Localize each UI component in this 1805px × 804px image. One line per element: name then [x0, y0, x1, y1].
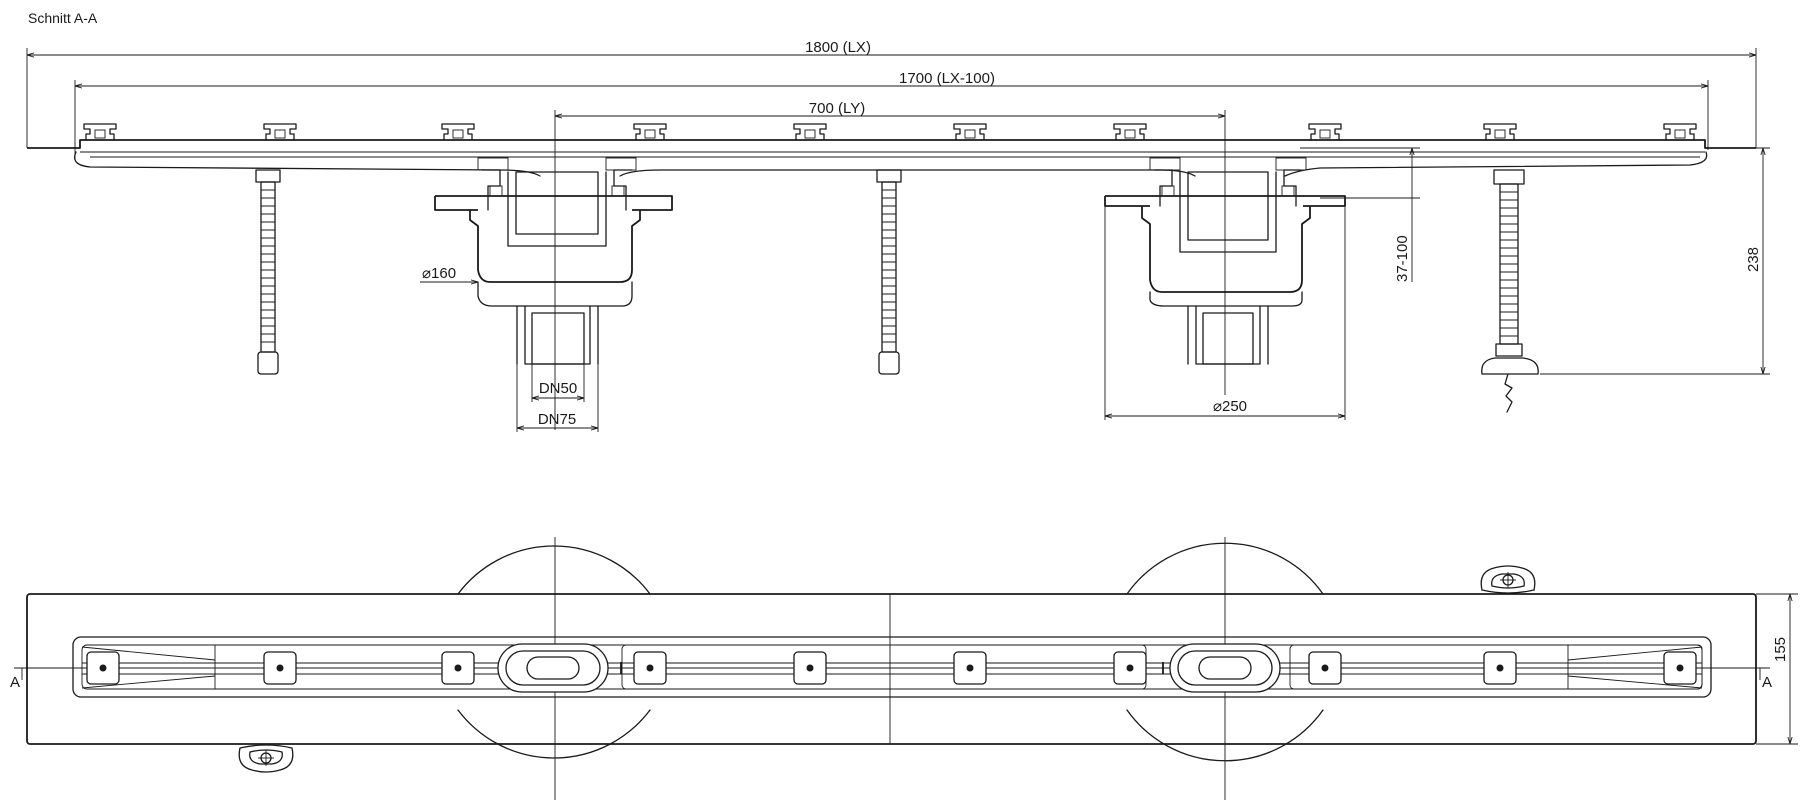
dim-label-dn50: DN50: [539, 380, 577, 397]
section-marker-left: A: [10, 674, 20, 691]
fixing: [1663, 651, 1697, 685]
dim-label-155: 155: [1772, 637, 1789, 662]
clip: [793, 123, 827, 141]
fixing: [1483, 651, 1517, 685]
plan-view: A A: [10, 537, 1798, 800]
clip: [1113, 123, 1147, 141]
clip: [83, 123, 117, 141]
dim-total-height: 238: [1540, 147, 1770, 375]
flange-circle-left-bottom: [457, 709, 651, 759]
fixing: [793, 651, 827, 685]
dim-label-1800: 1800 (LX): [805, 39, 871, 56]
clip: [1483, 123, 1517, 141]
fixing: [441, 651, 475, 685]
dim-label-37-100: 37-100: [1394, 235, 1411, 282]
dim-label-700: 700 (LY): [809, 100, 865, 117]
dim-flange-160: ⌀160: [420, 265, 478, 282]
drain-body-left: [434, 157, 673, 365]
support-foot-right: [1481, 169, 1539, 413]
dim-outlet-dn: DN50 DN75: [516, 364, 599, 432]
clip: [1663, 123, 1697, 141]
flange-circle-left-top: [457, 545, 651, 595]
dim-label-1700: 1700 (LX-100): [899, 70, 995, 87]
dim-label-238: 238: [1745, 247, 1762, 272]
drain-outlet-left: [497, 643, 622, 693]
clip: [263, 123, 297, 141]
dim-height-adjust: 37-100: [1300, 147, 1420, 282]
foot-plate-top: [1480, 565, 1536, 594]
clip: [441, 123, 475, 141]
clip: [953, 123, 987, 141]
section-view: 1800 (LX) 1700 (LX-100) 700 (LY): [26, 39, 1770, 432]
clips-row: [83, 123, 1697, 141]
grate-frame: [72, 636, 1712, 698]
clip: [1308, 123, 1342, 141]
dim-width: 155: [1756, 593, 1798, 745]
fixing: [86, 651, 120, 685]
fixings-row: [86, 651, 1697, 685]
fixing: [263, 651, 297, 685]
clip: [633, 123, 667, 141]
drawing-title: Schnitt A-A: [28, 10, 98, 26]
fixing: [1308, 651, 1342, 685]
drain-outlet-right: [1162, 643, 1281, 693]
foot-plate-bottom: [238, 744, 294, 773]
fixing: [633, 651, 667, 685]
drain-body-right: [1104, 157, 1346, 365]
dim-label-dn75: DN75: [538, 411, 576, 428]
support-foot-left: [255, 169, 281, 375]
fixing: [1113, 651, 1147, 685]
dim-label-160: ⌀160: [422, 265, 456, 282]
dim-inner-length: 1700 (LX-100): [74, 70, 1709, 160]
dim-label-250: ⌀250: [1213, 398, 1247, 415]
dim-flange-250: ⌀250: [1104, 200, 1346, 420]
channel-outline: [26, 593, 1757, 745]
dim-drain-spacing: 700 (LY): [554, 100, 1226, 430]
fixing: [953, 651, 987, 685]
dim-overall-length: 1800 (LX): [26, 39, 1757, 148]
section-marker-right: A: [1762, 674, 1772, 691]
drain-channel-profile: [27, 139, 1756, 177]
support-foot-center: [876, 169, 902, 375]
